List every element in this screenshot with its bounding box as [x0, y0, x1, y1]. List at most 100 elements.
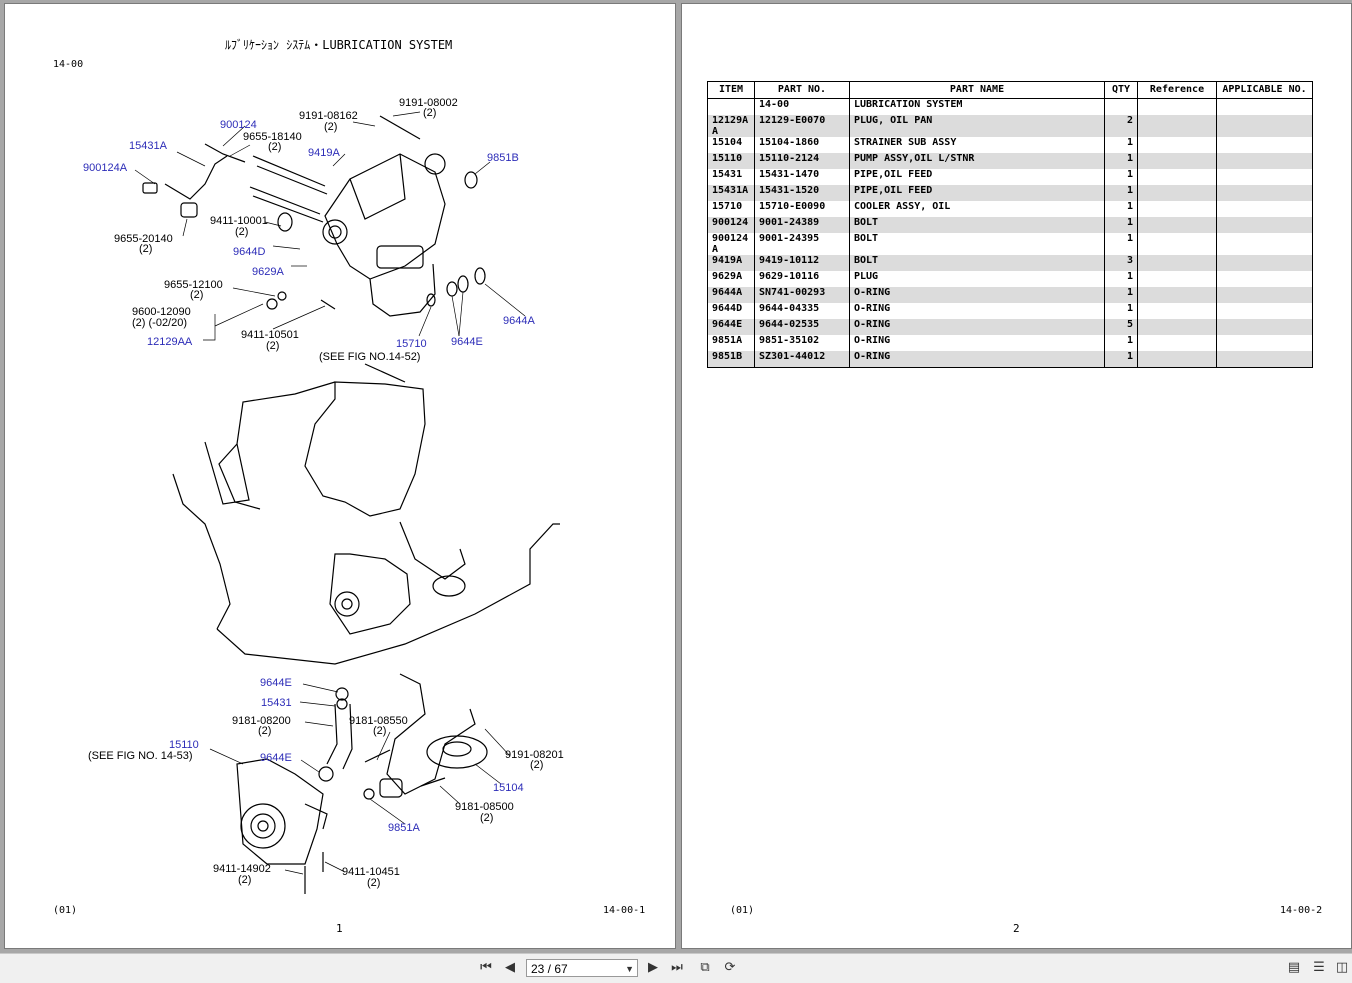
rotate-icon[interactable]: ⟳ — [724, 960, 736, 975]
col-part-no: PART NO. — [754, 81, 850, 99]
cell-qty: 1 — [1104, 169, 1138, 185]
callout-9191-08201: 9191-08201 — [505, 749, 564, 761]
callout-qty: (2) — [258, 725, 271, 737]
cell-part-name: PIPE,OIL FEED — [849, 169, 1105, 185]
callout-9655-18140: 9655-18140 — [243, 131, 302, 143]
callout-9411-10451: 9411-10451 — [342, 866, 400, 878]
cell-item: 15104 — [707, 137, 755, 153]
cell-qty: 1 — [1104, 153, 1138, 169]
cell-reference — [1137, 255, 1217, 271]
cell-applicable-no — [1216, 185, 1313, 201]
cell-reference — [1137, 217, 1217, 233]
callout-qty: (2) — [423, 107, 436, 119]
cell-part-no: 15710-E0090 — [754, 201, 850, 217]
first-page-icon[interactable]: ⏮ — [480, 960, 492, 975]
next-page-icon[interactable]: ▶ — [648, 960, 658, 975]
cell-qty: 1 — [1104, 137, 1138, 153]
cell-reference — [1137, 98, 1217, 115]
callout-qty: (2) — [268, 141, 281, 153]
callout-15710: 15710 — [396, 338, 427, 350]
cell-part-no: 9644-04335 — [754, 303, 850, 319]
callout-15431: 15431 — [261, 697, 292, 709]
cell-part-name: O-RING — [849, 287, 1105, 303]
cell-part-name: O-RING — [849, 335, 1105, 351]
single-page-icon[interactable]: ▤ — [1287, 960, 1301, 975]
col-item: ITEM — [707, 81, 755, 99]
cell-part-name: PIPE,OIL FEED — [849, 185, 1105, 201]
footer-right: 14-00-1 — [603, 905, 646, 916]
fit-page-icon[interactable]: ⧉ — [700, 960, 710, 975]
callout-qty: (2) — [139, 243, 152, 255]
diagram-drawing — [142, 115, 560, 894]
cell-part-no: 15431-1520 — [754, 185, 850, 201]
page-2: ITEM PART NO. PART NAME QTY Reference AP… — [681, 3, 1352, 949]
cell-reference — [1137, 185, 1217, 201]
cell-applicable-no — [1216, 271, 1313, 287]
callout-qty: (2) — [530, 759, 543, 771]
cell-part-no: 15431-1470 — [754, 169, 850, 185]
col-qty: QTY — [1104, 81, 1138, 99]
chevron-down-icon[interactable]: ▼ — [625, 964, 634, 974]
cell-part-name: BOLT — [849, 255, 1105, 271]
page-1: ﾙﾌﾞﾘｹｰｼｮﾝ ｼｽﾃﾑ・LUBRICATION SYSTEM 14-00 — [4, 3, 676, 949]
section-number: 14-00 — [53, 59, 84, 70]
callout-9655-20140: 9655-20140 — [114, 233, 173, 245]
cell-applicable-no — [1216, 335, 1313, 351]
continuous-icon[interactable]: ☰ — [1313, 960, 1325, 975]
callout-9644D: 9644D — [233, 246, 265, 258]
cell-reference — [1137, 319, 1217, 335]
cell-qty: 2 — [1104, 115, 1138, 137]
prev-page-icon[interactable]: ◀ — [505, 960, 515, 975]
callout-9644E: 9644E — [451, 336, 483, 348]
callout-qty-serial: (2) (-02/20) — [132, 317, 187, 329]
cell-item: 9629A — [707, 271, 755, 287]
cell-part-no: 9001-24389 — [754, 217, 850, 233]
callout-9644E: 9644E — [260, 752, 292, 764]
cell-part-name: BOLT — [849, 233, 1105, 255]
cell-part-name: COOLER ASSY, OIL — [849, 201, 1105, 217]
last-page-icon[interactable]: ⏭ — [671, 960, 683, 975]
cell-item: 12129A A — [707, 115, 755, 137]
callout-9851A: 9851A — [388, 822, 420, 834]
page-indicator-input[interactable]: 23 / 67 ▼ — [526, 959, 638, 977]
two-page-icon[interactable]: ◫ — [1335, 960, 1349, 975]
cell-part-no: 9629-10116 — [754, 271, 850, 287]
callout-see-fig: (SEE FIG NO.14-52) — [319, 351, 420, 363]
callout-9411-10501: 9411-10501 — [241, 329, 299, 341]
cell-reference — [1137, 169, 1217, 185]
cell-item: 9851A — [707, 335, 755, 351]
cell-qty: 1 — [1104, 271, 1138, 287]
cell-part-no: 15104-1860 — [754, 137, 850, 153]
cell-applicable-no — [1216, 169, 1313, 185]
cell-part-no: 15110-2124 — [754, 153, 850, 169]
cell-applicable-no — [1216, 98, 1313, 115]
callout-qty: (2) — [266, 340, 279, 352]
footer-right: 14-00-2 — [1280, 905, 1323, 916]
cell-item: 9851B — [707, 351, 755, 368]
cell-item: 9644D — [707, 303, 755, 319]
cell-applicable-no — [1216, 115, 1313, 137]
table-header-row: ITEM PART NO. PART NAME QTY Reference AP… — [707, 81, 1313, 99]
cell-qty: 3 — [1104, 255, 1138, 271]
cell-part-name: BOLT — [849, 217, 1105, 233]
cell-item: 9644A — [707, 287, 755, 303]
cell-part-no: 9419-10112 — [754, 255, 850, 271]
callout-9191-08002: 9191-08002 — [399, 97, 458, 109]
cell-part-name: STRAINER SUB ASSY — [849, 137, 1105, 153]
col-applicable-no: APPLICABLE NO. — [1216, 81, 1313, 99]
callout-9419A: 9419A — [308, 147, 340, 159]
callout-9600-12090: 9600-12090 — [132, 306, 191, 318]
callout-9644E: 9644E — [260, 677, 292, 689]
callout-qty: (2) — [190, 289, 203, 301]
cell-applicable-no — [1216, 351, 1313, 368]
cell-qty: 5 — [1104, 319, 1138, 335]
cell-qty — [1104, 98, 1138, 115]
cell-part-no: 9644-02535 — [754, 319, 850, 335]
cell-part-name: O-RING — [849, 319, 1105, 335]
